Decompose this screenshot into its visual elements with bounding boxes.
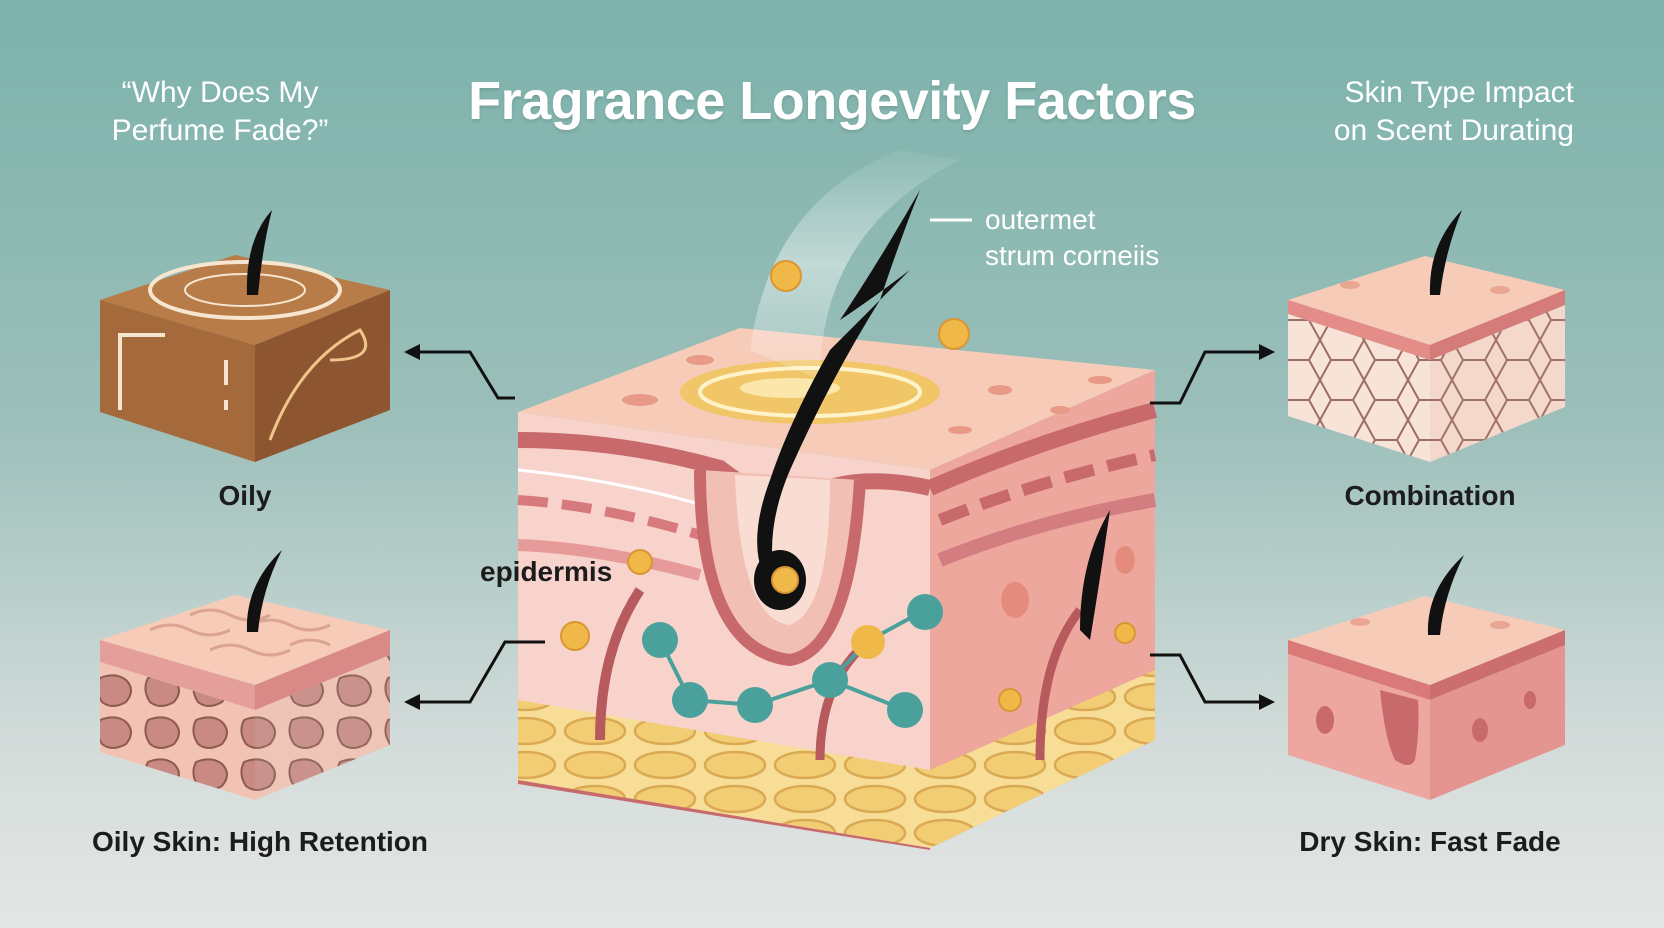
fat-layer-front xyxy=(518,700,930,848)
main-hair xyxy=(757,190,920,600)
high-retention-skin-block xyxy=(100,550,390,800)
arrow-to-oily xyxy=(412,350,515,400)
scent-molecules xyxy=(642,594,943,728)
arrow-heads xyxy=(404,344,1275,710)
subtitle-line-2: on Scent Durating xyxy=(1333,114,1574,147)
perfume-fade-question: “Why Does My Perfume Fade?” xyxy=(90,74,350,150)
subtitle-line-1: Skin Type Impact xyxy=(1344,76,1574,109)
center-skin-block xyxy=(517,150,1158,850)
oily-label: Oily xyxy=(218,480,272,511)
skin-impact-subtitle: Skin Type Impact on Scent Durating xyxy=(1284,74,1574,150)
dry-fast-fade-label: Dry Skin: Fast Fade xyxy=(1299,826,1561,857)
connector-arrows xyxy=(412,350,1265,704)
arrow-to-combination xyxy=(1150,350,1265,405)
question-line-1: “Why Does My xyxy=(121,76,319,109)
oily-skin-block xyxy=(100,210,390,462)
light-beam xyxy=(750,150,960,380)
combination-label: Combination xyxy=(1344,480,1516,511)
dry-skin-block xyxy=(1288,555,1565,800)
question-line-2: Perfume Fade?” xyxy=(111,114,329,147)
oily-high-retention-label: Oily Skin: High Retention xyxy=(91,826,428,857)
fragrance-droplets xyxy=(560,260,1136,712)
annotation-line-1: outermet xyxy=(985,204,1096,235)
skin-pores xyxy=(622,355,1112,434)
annotation-line-2: strum corneiis xyxy=(985,240,1160,271)
epidermis-label: epidermis xyxy=(480,556,613,587)
arrow-to-high-retention xyxy=(412,640,545,704)
arrow-to-dry xyxy=(1150,653,1265,704)
combination-skin-block xyxy=(1288,210,1565,462)
page-title: Fragrance Longevity Factors xyxy=(468,71,1196,131)
stratum-corneum-annotation: outermet strum corneiis xyxy=(985,202,1159,274)
